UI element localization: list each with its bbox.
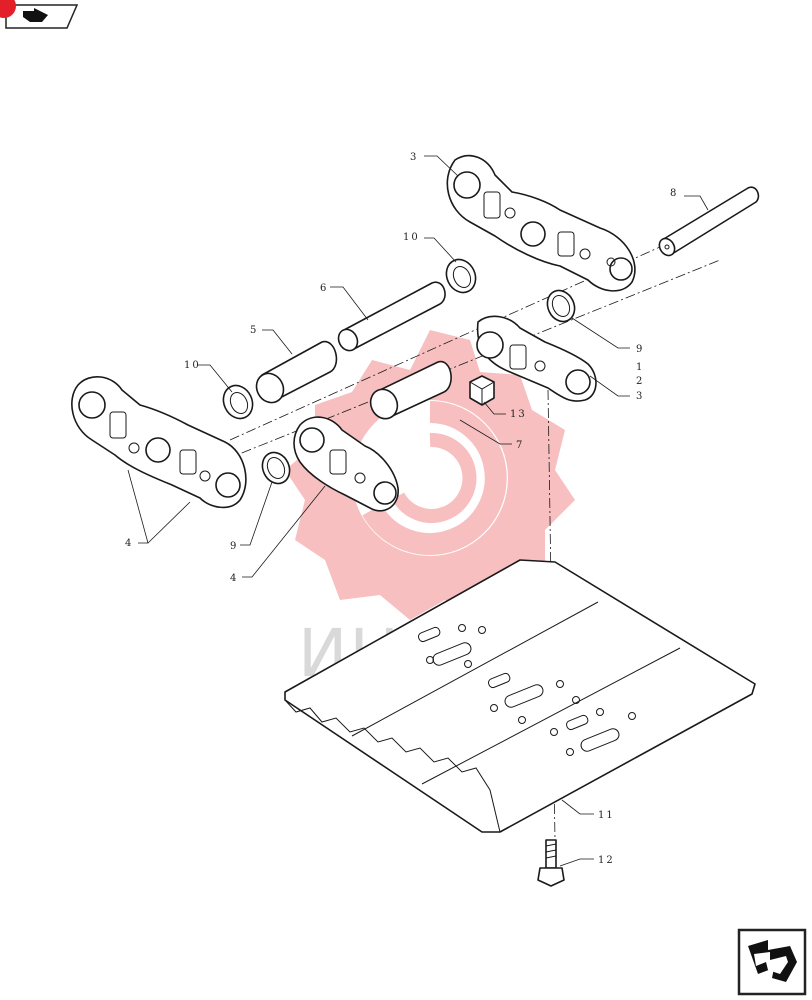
header-nav-tab[interactable]	[0, 0, 79, 29]
leader-lines	[127, 155, 709, 867]
track-link-upper-right	[446, 154, 636, 292]
washer-9-upper	[546, 289, 576, 323]
bolt-12	[537, 839, 565, 887]
next-page-arrow-icon	[748, 940, 797, 982]
bushing-5	[255, 341, 338, 404]
callout-7: 7	[516, 440, 524, 451]
callout-3-upper: 3	[410, 152, 418, 163]
callout-10-lower: 10	[184, 360, 201, 371]
callout-9-upper: 9	[636, 344, 644, 355]
next-page-button[interactable]	[737, 928, 807, 996]
seal-10-lower	[222, 384, 254, 420]
callout-9-lower: 9	[230, 541, 238, 552]
callout-8: 8	[670, 188, 678, 199]
shoe-holes	[426, 624, 636, 756]
callout-12: 12	[598, 855, 615, 866]
nut-13	[469, 375, 495, 406]
arrow-icon	[23, 8, 48, 22]
callout-3-lower: 3	[636, 391, 644, 402]
callout-5: 5	[250, 325, 258, 336]
red-badge	[0, 0, 16, 18]
pin-8	[658, 186, 760, 257]
callout-11: 11	[598, 810, 615, 821]
track-shoe-assembly	[284, 559, 756, 833]
callout-4-left: 4	[125, 538, 133, 549]
callout-13: 13	[510, 409, 527, 420]
track-link-middle-right	[476, 315, 597, 402]
pin-6	[337, 281, 446, 352]
callout-1: 1	[636, 362, 644, 373]
track-link-left	[71, 376, 247, 509]
watermark-logo	[285, 330, 575, 620]
callout-6: 6	[320, 283, 328, 294]
bushing-7	[369, 361, 452, 420]
callout-4-middle: 4	[230, 573, 238, 584]
seal-10-upper	[445, 258, 477, 294]
callout-2: 2	[636, 376, 644, 387]
track-link-middle	[293, 416, 399, 512]
shoe-slots	[418, 626, 620, 752]
washer-9-lower	[261, 451, 291, 485]
callout-10-upper: 10	[403, 232, 420, 243]
